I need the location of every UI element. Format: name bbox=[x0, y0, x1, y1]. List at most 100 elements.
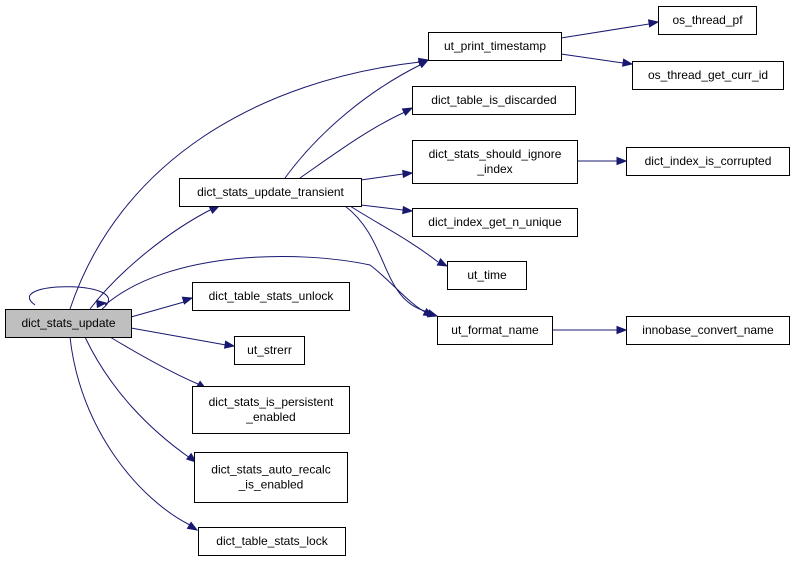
node-ut-print-timestamp[interactable]: ut_print_timestamp bbox=[428, 32, 562, 61]
node-label: dict_index_get_n_unique bbox=[428, 215, 562, 229]
node-label: os_thread_get_curr_id bbox=[648, 68, 768, 82]
edge-dict-stats-update-to-dict-table-stats-unlock bbox=[130, 296, 194, 318]
node-dict-table-stats-unlock[interactable]: dict_table_stats_unlock bbox=[192, 282, 350, 311]
node-dict-stats-should-ignore-index[interactable]: dict_stats_should_ignore_index bbox=[412, 140, 578, 184]
node-dict-stats-is-persistent-enabled[interactable]: dict_stats_is_persistent_enabled bbox=[192, 386, 350, 434]
node-box bbox=[179, 178, 362, 207]
edge-line bbox=[284, 64, 421, 179]
node-box bbox=[192, 282, 350, 311]
edge-line bbox=[560, 53, 624, 64]
node-label: dict_stats_auto_recalc bbox=[211, 463, 330, 477]
edge-line bbox=[28, 286, 110, 310]
edge-dict-stats-update-to-dict-table-stats-lock bbox=[69, 336, 199, 531]
node-label: dict_table_stats_lock bbox=[216, 534, 328, 548]
edge-ut-print-timestamp-to-os-thread-get-curr-id bbox=[560, 53, 634, 67]
edge-line bbox=[130, 301, 185, 318]
arrowhead-icon bbox=[402, 205, 414, 215]
edge-line bbox=[69, 61, 421, 310]
arrowhead-icon bbox=[417, 59, 430, 69]
node-ut-time[interactable]: ut_time bbox=[447, 261, 527, 290]
edge-dict-stats-update-to-dict-stats-update bbox=[28, 286, 110, 310]
arrowhead-icon bbox=[616, 156, 628, 166]
node-label: ut_format_name bbox=[451, 323, 539, 337]
arrowhead-icon bbox=[185, 452, 198, 463]
node-dict-stats-update-transient[interactable]: dict_stats_update_transient bbox=[179, 178, 362, 207]
node-box bbox=[234, 336, 305, 365]
edge-dict-stats-update-transient-to-ut-format-name bbox=[344, 205, 439, 318]
arrowhead-icon bbox=[616, 325, 628, 335]
node-label: ut_strerr bbox=[247, 343, 292, 357]
node-ut-format-name[interactable]: ut_format_name bbox=[437, 316, 553, 345]
node-label: _index bbox=[476, 162, 512, 176]
arrowhead-icon bbox=[426, 309, 439, 318]
node-label: ut_time bbox=[467, 268, 507, 282]
node-box bbox=[626, 147, 790, 176]
nodes-layer: dict_stats_update dict_stats_update_trans… bbox=[5, 6, 790, 556]
edge-line bbox=[560, 23, 650, 39]
node-dict-table-is-discarded[interactable]: dict_table_is_discarded bbox=[412, 86, 576, 115]
edge-dict-stats-should-ignore-index-to-dict-index-is-corrupted bbox=[577, 156, 628, 166]
node-label: _is_enabled bbox=[238, 478, 304, 492]
edge-line bbox=[349, 205, 439, 263]
edge-line bbox=[104, 255, 428, 314]
edge-line bbox=[109, 336, 199, 385]
edge-dict-stats-update-to-ut-strerr bbox=[130, 327, 236, 349]
node-label: dict_stats_update bbox=[21, 316, 115, 330]
edge-line bbox=[344, 205, 429, 313]
node-os-thread-pf[interactable]: os_thread_pf bbox=[658, 6, 757, 35]
node-label: innobase_convert_name bbox=[642, 323, 774, 337]
node-dict-stats-auto-recalc-is-enabled[interactable]: dict_stats_auto_recalc_is_enabled bbox=[194, 452, 348, 503]
node-box bbox=[412, 140, 578, 184]
node-dict-index-is-corrupted[interactable]: dict_index_is_corrupted bbox=[626, 147, 790, 176]
node-label: ut_print_timestamp bbox=[444, 39, 546, 53]
node-box bbox=[5, 309, 132, 338]
edge-ut-print-timestamp-to-os-thread-pf bbox=[560, 19, 660, 39]
arrowhead-icon bbox=[96, 299, 108, 309]
edge-ut-format-name-to-innobase-convert-name bbox=[552, 325, 628, 335]
edge-dict-stats-update-transient-to-dict-index-get-n-unique bbox=[360, 204, 414, 215]
node-ut-strerr[interactable]: ut_strerr bbox=[234, 336, 305, 365]
node-box bbox=[658, 6, 757, 35]
node-label: dict_stats_should_ignore bbox=[429, 147, 562, 161]
edge-dict-stats-update-to-dict-stats-auto-recalc-is-enabled bbox=[84, 336, 198, 463]
edge-line bbox=[89, 207, 215, 310]
arrowhead-icon bbox=[621, 58, 634, 67]
node-label: dict_index_is_corrupted bbox=[645, 154, 772, 168]
node-label: dict_table_is_discarded bbox=[431, 93, 556, 107]
arrowhead-icon bbox=[186, 521, 199, 531]
node-dict-index-get-n-unique[interactable]: dict_index_get_n_unique bbox=[412, 208, 578, 237]
node-dict-stats-update[interactable]: dict_stats_update bbox=[5, 309, 132, 338]
edge-line bbox=[360, 204, 404, 211]
edge-line bbox=[84, 336, 191, 459]
edge-line bbox=[299, 111, 406, 179]
arrowhead-icon bbox=[647, 19, 660, 28]
node-box bbox=[447, 261, 527, 290]
arrowhead-icon bbox=[181, 296, 194, 305]
arrowhead-icon bbox=[223, 340, 236, 349]
arrowhead-icon bbox=[402, 169, 414, 179]
edge-line bbox=[130, 327, 227, 346]
edge-dict-stats-update-transient-to-ut-time bbox=[349, 205, 449, 267]
node-box bbox=[632, 61, 784, 90]
node-label: dict_table_stats_unlock bbox=[209, 289, 335, 303]
arrowhead-icon bbox=[436, 257, 449, 267]
node-box bbox=[412, 86, 576, 115]
edge-dict-stats-update-transient-to-dict-stats-should-ignore-index bbox=[360, 169, 414, 181]
node-box bbox=[437, 316, 553, 345]
node-innobase-convert-name[interactable]: innobase_convert_name bbox=[626, 316, 790, 345]
node-box bbox=[412, 208, 578, 237]
node-label: _enabled bbox=[245, 410, 295, 424]
node-box bbox=[194, 452, 348, 503]
node-dict-table-stats-lock[interactable]: dict_table_stats_lock bbox=[198, 527, 346, 556]
edge-line bbox=[69, 336, 191, 526]
arrowhead-icon bbox=[208, 205, 221, 215]
edge-dict-stats-update-to-dict-stats-is-persistent-enabled bbox=[109, 336, 208, 390]
node-label: dict_stats_is_persistent bbox=[209, 395, 334, 409]
node-box bbox=[198, 527, 346, 556]
edge-dict-stats-update-transient-to-dict-table-is-discarded bbox=[299, 107, 414, 179]
node-box bbox=[626, 316, 790, 345]
node-os-thread-get-curr-id[interactable]: os_thread_get_curr_id bbox=[632, 61, 784, 90]
edge-line bbox=[360, 173, 404, 181]
node-label: os_thread_pf bbox=[672, 13, 743, 27]
